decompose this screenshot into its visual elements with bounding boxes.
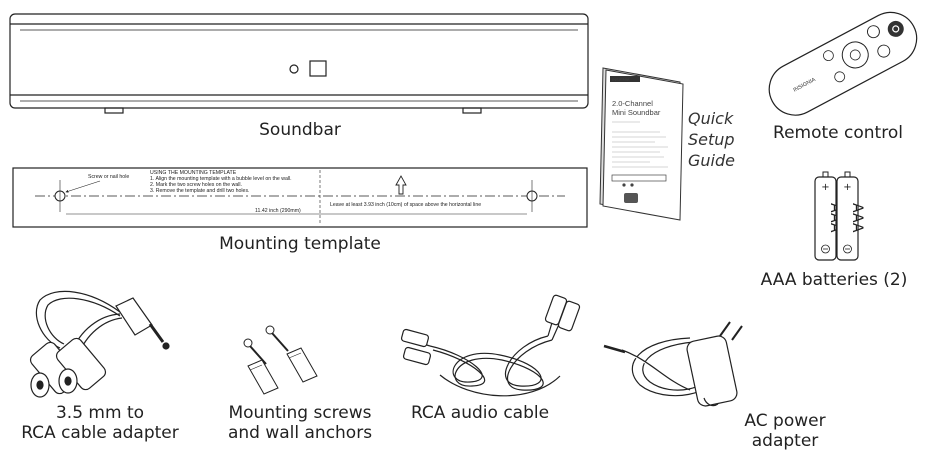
rca-audio-cable-illustration	[400, 294, 581, 397]
ac-adapter-label: AC power adapter	[744, 411, 826, 451]
rca-adapter-illustration	[29, 290, 170, 398]
template-screw-hole-text: Screw or nail hole	[88, 174, 129, 180]
quick-setup-guide-label: Quick Setup Guide	[688, 109, 735, 170]
template-step3-text: 3. Remove the template and drill two hol…	[150, 188, 249, 194]
battery-2-label: AAA	[849, 203, 865, 233]
ac-adapter-illustration	[603, 321, 743, 407]
mounting-template-label: Mounting template	[219, 234, 381, 254]
svg-text:+: +	[843, 182, 851, 193]
template-step2-text: 2. Mark the two screw holes on the wall.	[150, 182, 242, 188]
rca-audio-cable-label: RCA audio cable	[410, 403, 550, 423]
template-step1-text: 1. Align the mounting template with a bu…	[150, 176, 292, 182]
quick-setup-guide-booklet: INSIGNIA 2.0-Channel Mini Soundbar	[599, 67, 684, 221]
template-width-text: 11.42 inch (290mm)	[255, 208, 301, 214]
svg-text:+: +	[821, 182, 829, 193]
template-heading-text: USING THE MOUNTING TEMPLATE	[150, 170, 237, 176]
template-clearance-text: Leave at least 3.93 inch (10cm) of space…	[330, 202, 481, 208]
soundbar-label: Soundbar	[259, 120, 341, 140]
screws-anchors-label: Mounting screws and wall anchors	[227, 403, 373, 443]
battery-2: + AAA	[836, 171, 865, 261]
guide-brand-text: INSIGNIA	[612, 77, 630, 82]
guide-title-line2: Mini Soundbar	[612, 108, 661, 117]
mounting-template-illustration: Screw or nail hole USING THE MOUNTING TE…	[12, 167, 588, 228]
remote-control-illustration: INSIGNIA	[768, 11, 918, 116]
rca-adapter-label: 3.5 mm to RCA cable adapter	[21, 403, 179, 443]
remote-control-label: Remote control	[773, 123, 903, 143]
aaa-batteries-illustration: + AAA + AAA	[814, 171, 865, 261]
screws-anchors-illustration	[243, 325, 318, 395]
soundbar-illustration	[9, 13, 589, 114]
batteries-label: AAA batteries (2)	[760, 270, 908, 290]
guide-title-line1: 2.0-Channel	[612, 99, 653, 108]
